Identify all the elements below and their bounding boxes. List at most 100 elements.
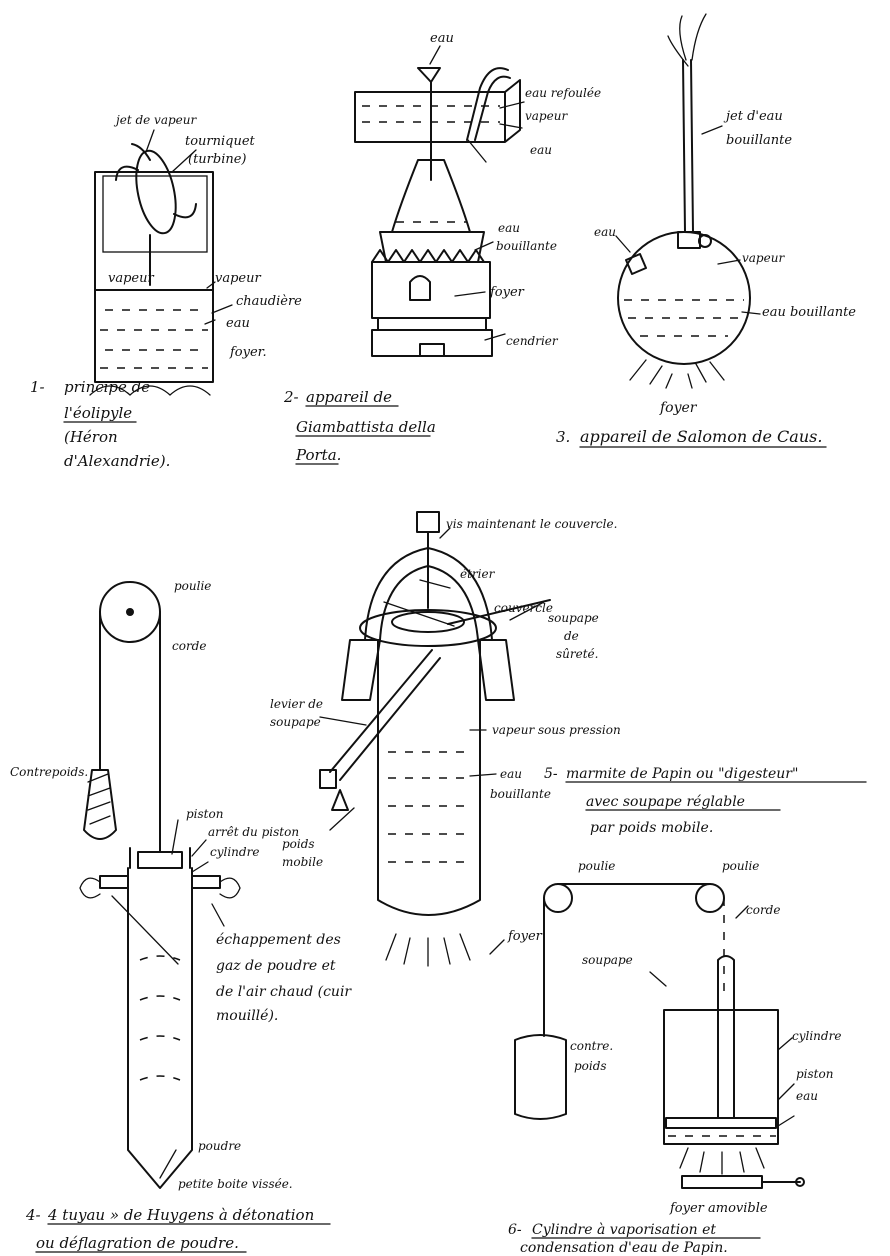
label-poudre: poudre (198, 1139, 241, 1153)
caption-number-6: 6- (508, 1222, 522, 1238)
label-jet-2: bouillante (726, 133, 792, 148)
filler-tap (625, 253, 647, 275)
label-vapeur-inner: vapeur (108, 271, 154, 286)
pulley-right (695, 883, 725, 913)
label-poids-1: poids (282, 837, 315, 851)
label-contrepoids: Contrepoids. (10, 765, 88, 779)
caption-1-line-1: principe de (64, 378, 150, 396)
caption-6-line-2: condensation d'eau de Papin. (520, 1240, 728, 1256)
caption-1-line-3: (Héron (64, 428, 118, 446)
caption-2-line-3: Porta. (295, 446, 341, 464)
label-levier-2: soupape (270, 715, 321, 729)
label-foyer: foyer (507, 929, 543, 944)
caption-5-line-3: par poids mobile. (590, 820, 713, 836)
label-contre-2: poids (574, 1059, 607, 1073)
fire (89, 385, 211, 396)
label-eau: eau (594, 225, 616, 239)
screw-head (416, 511, 440, 533)
lever-arm (329, 649, 441, 781)
label-couvercle: couvercle (494, 601, 553, 615)
label-petite-boite: petite boite vissée. (178, 1177, 293, 1191)
caption-2-line-2: Giambattista della (296, 418, 436, 436)
leather-flaps (79, 877, 241, 899)
removable-hearth (681, 1175, 763, 1189)
fire (679, 1147, 765, 1175)
label-poids-2: mobile (282, 855, 323, 869)
label-etrier: étrier (460, 567, 496, 581)
caption-1-line-4: d'Alexandrie). (64, 452, 170, 470)
caption-number-5: 5- (544, 766, 558, 782)
label-corde: corde (746, 903, 780, 917)
figure-6-cylindre-papin: poulie poulie corde soupape contre. poid… (508, 859, 841, 1256)
label-soupape-2: de (564, 629, 579, 643)
caption-1-line-2: l'éolipyle (64, 404, 132, 422)
left-valve (99, 875, 129, 889)
label-echappement-4: mouillé). (216, 1008, 278, 1024)
label-contre-1: contre. (570, 1039, 613, 1053)
label-echappement-1: échappement des (216, 932, 341, 948)
label-foyer: foyer (489, 285, 525, 300)
caption-4-line-1: 4 tuyau » de Huygens à détonation (47, 1206, 314, 1224)
label-eau-refoulee: eau refoulée (525, 86, 601, 100)
piston-rod-top (717, 955, 735, 1011)
label-eau: eau (226, 316, 250, 331)
sphere-vessel (617, 231, 751, 365)
caption-5-line-2: avec soupape réglable (586, 794, 745, 810)
label-chaudiere: chaudière (236, 294, 302, 309)
counterweight (514, 1034, 567, 1120)
label-echappement-3: de l'air chaud (cuir (216, 984, 352, 1000)
label-levier-1: levier de (270, 697, 323, 711)
label-vis: vis maintenant le couvercle. (446, 517, 617, 531)
label-piston: piston (186, 807, 223, 821)
safety-valve-arm (447, 599, 551, 625)
label-piston: piston (796, 1067, 833, 1081)
label-corde: corde (172, 639, 206, 653)
label-eau-bouillante-2: bouillante (496, 239, 557, 253)
lid (359, 609, 497, 647)
label-foyer: foyer (659, 400, 698, 416)
caption-number-1: 1- (30, 378, 45, 396)
label-cylindre: cylindre (210, 845, 259, 859)
upper-chamber (102, 175, 208, 253)
label-soupape-3: sûreté. (556, 647, 598, 661)
top-tank (354, 79, 521, 143)
figure-3-salomon-de-caus: jet d'eau bouillante eau vapeur eau boui… (556, 13, 856, 448)
caption-number-3: 3. (556, 428, 570, 446)
fire (629, 359, 725, 389)
cylinder (663, 1009, 779, 1145)
outlet-pipe (466, 67, 511, 141)
label-soupape: soupape (582, 953, 633, 967)
label-eau-tank: eau (530, 143, 552, 157)
label-turbine: (turbine) (188, 152, 247, 167)
caption-6-line-1: Cylindre à vaporisation et (532, 1222, 716, 1238)
piston (137, 851, 183, 869)
stirrup (364, 547, 493, 641)
label-eau: eau (796, 1089, 818, 1103)
label-eau-funnel: eau (430, 31, 454, 46)
jet-tube-right (690, 59, 694, 233)
figure-5-marmite-papin: vis maintenant le couvercle. étrier couv… (270, 511, 867, 967)
fire-door (409, 275, 431, 301)
pulley-left (543, 883, 573, 913)
label-vapeur-pression: vapeur sous pression (492, 723, 621, 737)
label-poulie-right: poulie (722, 859, 759, 873)
label-eau-1: eau (500, 767, 522, 781)
boiler-outline (94, 171, 214, 383)
label-poulie-left: poulie (578, 859, 615, 873)
label-eau-bouillante-1: eau (498, 221, 520, 235)
piston-stops (129, 847, 191, 869)
label-eau-bouillante: eau bouillante (762, 305, 856, 320)
label-vapeur: vapeur (525, 109, 568, 123)
label-vapeur-outer: vapeur (215, 271, 261, 286)
label-poulie: poulie (174, 579, 211, 593)
right-valve (191, 875, 221, 889)
caption-number-2: 2- (283, 388, 299, 406)
label-soupape-1: soupape (548, 611, 599, 625)
furnace (371, 261, 491, 319)
counterweight (83, 769, 117, 840)
funnel (417, 67, 441, 181)
label-jet-1: jet d'eau (723, 109, 783, 124)
cylinder (127, 867, 193, 1189)
jet-tube-left (682, 59, 686, 233)
